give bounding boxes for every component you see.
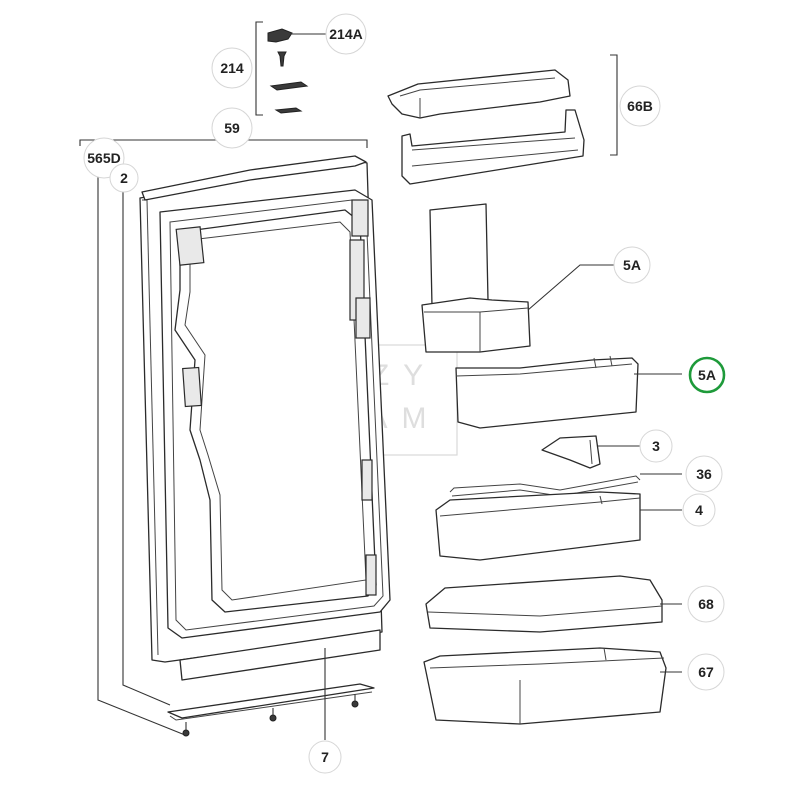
callout-label-2: 2 — [120, 170, 128, 186]
part-5A-door-shelf — [455, 355, 682, 429]
callout-label-59: 59 — [224, 120, 240, 136]
callout-3[interactable]: 3 — [639, 429, 673, 463]
callout-68[interactable]: 68 — [687, 585, 725, 623]
callout-label-67: 67 — [698, 664, 714, 680]
callout-36[interactable]: 36 — [685, 455, 723, 493]
callout-label-565D: 565D — [87, 150, 120, 166]
callout-label-214: 214 — [220, 60, 244, 76]
callout-label-5A-upper: 5A — [623, 257, 641, 273]
part-66B-shelf-with-lid — [387, 54, 618, 185]
callout-label-4: 4 — [695, 502, 703, 518]
part-68-crisper-cover — [425, 575, 682, 633]
door-assembly — [79, 139, 391, 740]
callout-label-68: 68 — [698, 596, 714, 612]
callout-5A-upper[interactable]: 5A — [613, 246, 651, 284]
callout-7[interactable]: 7 — [308, 740, 342, 774]
callout-67[interactable]: 67 — [687, 653, 725, 691]
part-3-clip — [541, 435, 642, 469]
callout-214[interactable]: 214 — [211, 47, 253, 89]
hinge-parts — [255, 21, 327, 116]
callout-label-3: 3 — [652, 438, 660, 454]
callout-label-7: 7 — [321, 749, 329, 765]
part-4-shelf — [435, 491, 682, 561]
callout-214A[interactable]: 214A — [325, 13, 367, 55]
callout-59[interactable]: 59 — [211, 107, 253, 149]
callout-4[interactable]: 4 — [682, 493, 716, 527]
callout-label-36: 36 — [696, 466, 712, 482]
callout-5A-highlighted[interactable]: 5A — [688, 356, 726, 394]
part-5A-holder-upper — [421, 203, 617, 353]
callout-66B[interactable]: 66B — [619, 85, 661, 127]
part-36-rail — [449, 473, 682, 497]
callout-label-214A: 214A — [329, 26, 362, 42]
callout-label-66B: 66B — [627, 98, 653, 114]
callout-2[interactable]: 2 — [109, 163, 139, 193]
callout-label-5A-highlighted: 5A — [698, 367, 716, 383]
part-67-crisper-drawer — [423, 647, 682, 725]
